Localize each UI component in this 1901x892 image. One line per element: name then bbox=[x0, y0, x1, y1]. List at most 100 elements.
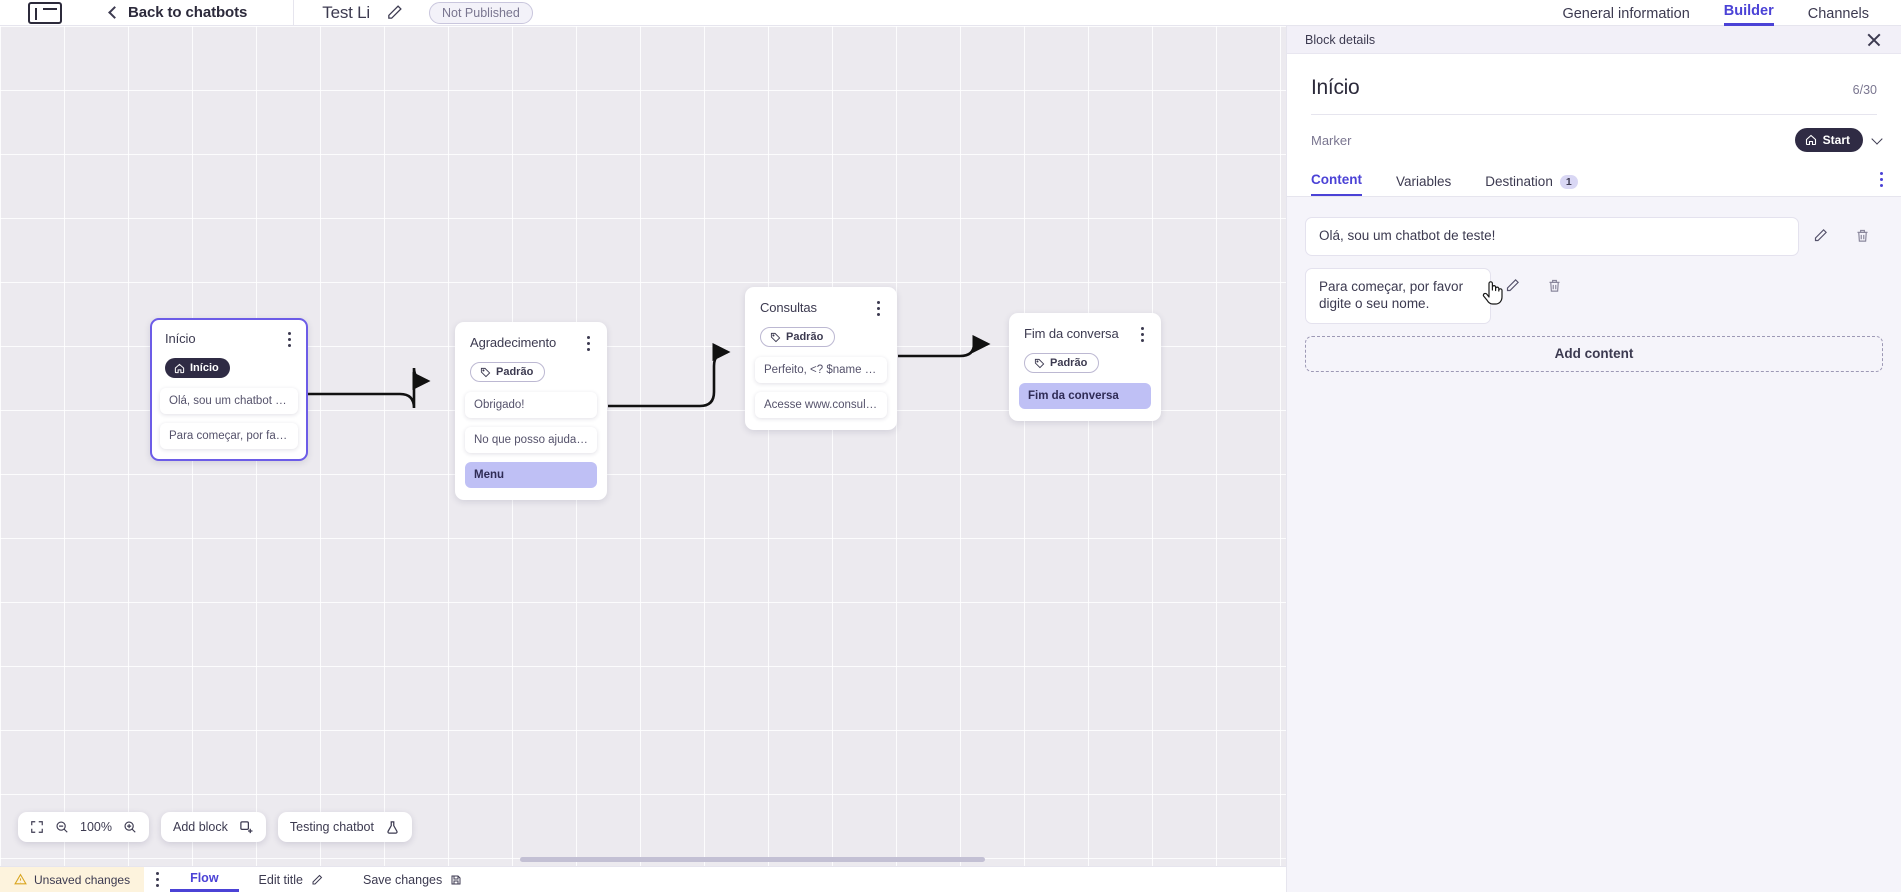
block-title: Fim da conversa bbox=[1024, 326, 1119, 341]
zoom-in-icon[interactable] bbox=[123, 820, 137, 834]
tab-builder[interactable]: Builder bbox=[1723, 3, 1774, 26]
add-block-button[interactable]: Add block bbox=[160, 812, 266, 842]
tab-destination[interactable]: Destination 1 bbox=[1485, 174, 1578, 196]
tab-variables-label: Variables bbox=[1396, 174, 1452, 189]
edit-content-icon[interactable] bbox=[1799, 222, 1841, 248]
add-content-button[interactable]: Add content bbox=[1305, 335, 1883, 372]
block-menu-kebab-icon[interactable] bbox=[280, 328, 298, 350]
bot-name: Test Li bbox=[322, 2, 370, 22]
block-row[interactable]: Para começar, por favor digite o ... bbox=[160, 422, 298, 449]
tab-destination-label: Destination bbox=[1485, 174, 1553, 189]
flow-block-fim-da-conversa[interactable]: Fim da conversa Padrão Fim da conversa bbox=[1009, 313, 1161, 421]
block-row[interactable]: Obrigado! bbox=[465, 391, 597, 418]
flow-block-inicio[interactable]: Início Início Olá, sou um chatbot de tes… bbox=[150, 318, 308, 461]
marker-row: Marker Start bbox=[1287, 115, 1901, 167]
content-item: Olá, sou um chatbot de teste! bbox=[1305, 217, 1883, 256]
close-icon[interactable] bbox=[1865, 31, 1883, 49]
testing-chatbot-label: Testing chatbot bbox=[289, 820, 374, 834]
delete-content-icon[interactable] bbox=[1533, 273, 1575, 299]
block-title: Início bbox=[165, 331, 196, 346]
top-bar: Back to chatbots Test Li Not Published G… bbox=[0, 0, 1901, 26]
character-counter: 6/30 bbox=[1852, 83, 1877, 97]
block-tag-start: Início bbox=[165, 358, 230, 378]
publish-status-badge: Not Published bbox=[429, 1, 533, 24]
panel-header-title: Block details bbox=[1305, 32, 1376, 47]
block-row[interactable]: Fim da conversa bbox=[1019, 382, 1151, 409]
block-row-menu[interactable]: Menu bbox=[465, 461, 597, 488]
tab-channels[interactable]: Channels bbox=[1807, 5, 1869, 22]
tab-general-information[interactable]: General information bbox=[1562, 5, 1690, 22]
pencil-icon bbox=[312, 874, 323, 884]
status-bar-kebab-icon[interactable] bbox=[144, 867, 170, 892]
content-item: Para começar, por favor digite o seu nom… bbox=[1305, 267, 1883, 324]
zoom-out-icon[interactable] bbox=[55, 820, 69, 834]
tag-icon bbox=[770, 332, 781, 342]
panel-tabs: Content Variables Destination 1 bbox=[1287, 167, 1901, 197]
content-item-actions bbox=[1491, 268, 1575, 299]
marker-value: Start bbox=[1822, 133, 1850, 147]
unsaved-changes-indicator: Unsaved changes bbox=[0, 867, 145, 892]
add-block-label: Add block bbox=[172, 820, 228, 834]
divider bbox=[1311, 114, 1877, 115]
flow-canvas[interactable]: Início Início Olá, sou um chatbot de tes… bbox=[0, 26, 1286, 866]
tab-content-label: Content bbox=[1311, 172, 1362, 187]
app-logo-icon bbox=[28, 1, 62, 24]
content-item-actions bbox=[1799, 217, 1883, 248]
block-menu-kebab-icon[interactable] bbox=[579, 332, 597, 354]
status-tab-flow[interactable]: Flow bbox=[170, 867, 239, 892]
edit-content-icon[interactable] bbox=[1491, 273, 1533, 299]
testing-chatbot-button[interactable]: Testing chatbot bbox=[277, 812, 412, 842]
panel-tabs-kebab-icon[interactable] bbox=[1880, 172, 1883, 196]
fit-screen-icon[interactable] bbox=[30, 820, 44, 834]
delete-content-icon[interactable] bbox=[1841, 222, 1883, 248]
add-block-icon bbox=[239, 820, 254, 835]
marker-select[interactable]: Start bbox=[1794, 128, 1883, 152]
block-row[interactable]: Acesse www.consultas.com par... bbox=[755, 391, 887, 418]
block-header: Início bbox=[160, 328, 298, 350]
page-title: Início bbox=[1311, 76, 1360, 99]
edit-pencil-icon[interactable] bbox=[386, 4, 403, 21]
back-to-chatbots-label: Back to chatbots bbox=[128, 4, 248, 21]
content-text[interactable]: Para começar, por favor digite o seu nom… bbox=[1305, 267, 1491, 324]
flask-icon bbox=[385, 820, 400, 835]
block-row[interactable]: No que posso ajudar, <? $name ... bbox=[465, 426, 597, 453]
content-list: Olá, sou um chatbot de teste! Para começ… bbox=[1287, 197, 1901, 892]
panel-header: Block details bbox=[1287, 26, 1901, 54]
tag-icon bbox=[480, 367, 491, 377]
panel-title-row: Início 6/30 bbox=[1287, 54, 1901, 114]
canvas-toolbar: 100% Add block Testing chatbot bbox=[18, 812, 412, 842]
block-menu-kebab-icon[interactable] bbox=[869, 297, 887, 319]
status-tab-edit-title[interactable]: Edit title bbox=[239, 867, 343, 892]
status-tab-edit-title-label: Edit title bbox=[258, 872, 304, 887]
canvas-horizontal-scrollbar[interactable] bbox=[520, 857, 985, 862]
back-to-chatbots-button[interactable]: Back to chatbots bbox=[108, 4, 248, 21]
marker-chip-start: Start bbox=[1794, 128, 1863, 152]
warning-icon bbox=[14, 873, 27, 885]
block-tag-label: Padrão bbox=[496, 366, 534, 378]
block-tag-default: Padrão bbox=[1024, 353, 1100, 373]
block-tag-default: Padrão bbox=[760, 327, 836, 347]
tab-content[interactable]: Content bbox=[1311, 172, 1362, 196]
status-tab-save-changes[interactable]: Save changes bbox=[343, 867, 482, 892]
zoom-level-value: 100% bbox=[80, 820, 112, 834]
tag-icon bbox=[1034, 358, 1045, 368]
block-row[interactable]: Olá, sou um chatbot de teste! bbox=[160, 387, 298, 414]
flow-block-agradecimento[interactable]: Agradecimento Padrão Obrigado! No que po… bbox=[455, 322, 607, 500]
block-tag-label: Padrão bbox=[1050, 357, 1088, 369]
block-tag-label: Início bbox=[190, 362, 219, 374]
block-row[interactable]: Perfeito, <? $name ?>! bbox=[755, 356, 887, 383]
block-tag-default: Padrão bbox=[470, 362, 546, 382]
divider bbox=[293, 0, 295, 26]
destination-count-badge: 1 bbox=[1559, 174, 1578, 189]
flow-block-consultas[interactable]: Consultas Padrão Perfeito, <? $name ?>! … bbox=[745, 287, 897, 430]
content-text[interactable]: Olá, sou um chatbot de teste! bbox=[1305, 217, 1799, 256]
tab-variables[interactable]: Variables bbox=[1396, 174, 1451, 196]
block-menu-kebab-icon[interactable] bbox=[1133, 323, 1151, 345]
chevron-down-icon bbox=[1871, 132, 1883, 145]
marker-label: Marker bbox=[1311, 132, 1352, 148]
chevron-left-icon bbox=[108, 6, 121, 19]
block-header: Fim da conversa bbox=[1019, 323, 1151, 345]
panel-body: Início 6/30 Marker Start Content bbox=[1287, 54, 1901, 892]
block-details-panel: Block details Início 6/30 Marker Start bbox=[1286, 26, 1901, 892]
